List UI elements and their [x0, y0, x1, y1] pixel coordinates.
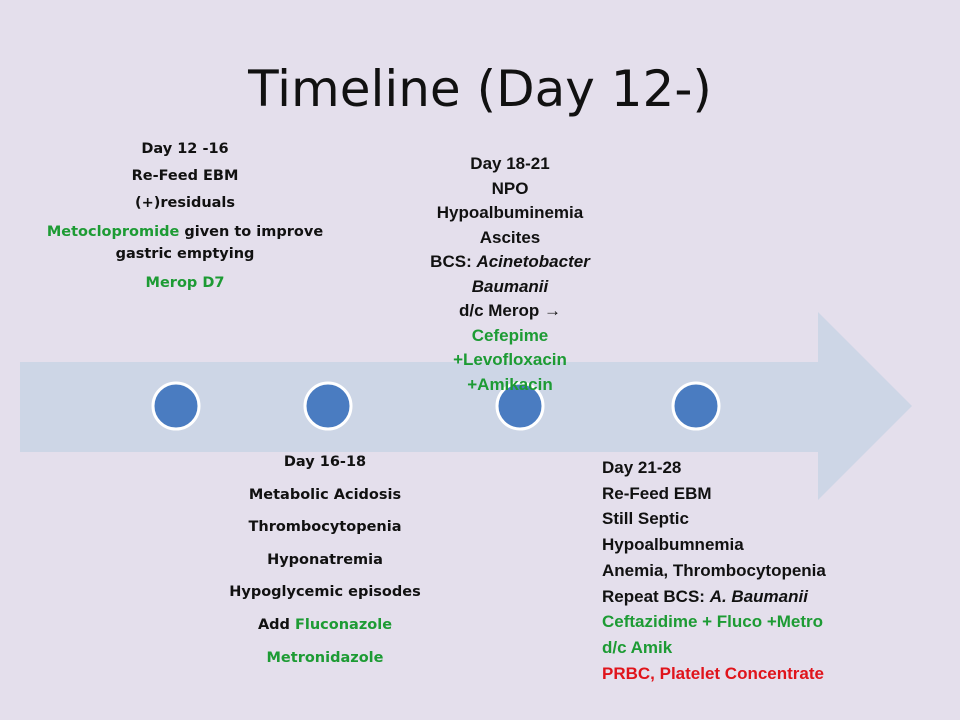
- block-line: Anemia, Thrombocytopenia: [602, 560, 826, 580]
- block-line-text: Add: [257, 616, 295, 633]
- block-line: Merop D7: [145, 275, 225, 291]
- block-line: BCS: Acinetobacter Baumanii: [405, 250, 615, 299]
- block-line: d/c Merop →: [458, 301, 561, 320]
- block-line: +Amikacin: [467, 374, 553, 394]
- block-line: Ceftazidime + Fluco +Metro: [602, 612, 824, 632]
- block-heading: Day 18-21: [470, 154, 550, 173]
- organism-name: Acinetobacter Baumanii: [471, 252, 590, 296]
- day-16-18-block: Day 16-18 Metabolic Acidosis Thrombocyto…: [205, 453, 445, 681]
- block-line: Ascites: [479, 227, 541, 247]
- block-line: Add Fluconazole: [205, 616, 445, 634]
- block-line-text: BCS:: [430, 252, 477, 271]
- node-3: [495, 381, 545, 431]
- block-heading: Day 21-28: [602, 458, 682, 477]
- block-line: Metronidazole: [266, 649, 384, 666]
- block-line: Re-Feed EBM: [131, 168, 239, 184]
- block-line: PRBC, Platelet Concentrate: [602, 663, 824, 683]
- block-line: Re-Feed EBM: [602, 483, 712, 503]
- block-line: (+)residuals: [134, 195, 236, 211]
- slide-title: Timeline (Day 12-): [248, 60, 712, 118]
- block-heading: Day 16-18: [283, 454, 367, 470]
- block-line: Cefepime: [471, 325, 549, 345]
- block-line: Repeat BCS: A. Baumanii: [602, 584, 952, 610]
- block-line: Hypoalbumnemia: [602, 535, 744, 555]
- block-line: Thrombocytopenia: [248, 519, 402, 536]
- block-line-text: given to improve gastric emptying: [115, 224, 324, 262]
- block-line: NPO: [491, 178, 529, 198]
- node-2: [303, 381, 353, 431]
- block-line: Still Septic: [602, 509, 689, 529]
- day-12-16-block: Day 12 -16 Re-Feed EBM (+)residuals Meto…: [40, 140, 330, 301]
- drug-name: Fluconazole: [294, 616, 393, 633]
- node-1: [151, 381, 201, 431]
- block-line: Metabolic Acidosis: [248, 486, 402, 503]
- block-line: +Levofloxacin: [453, 350, 567, 369]
- block-line: Hypoalbuminemia: [436, 203, 584, 222]
- drug-name: Metoclopromide: [46, 224, 180, 240]
- block-heading: Day 12 -16: [141, 141, 229, 157]
- block-line-text: Repeat BCS:: [602, 586, 710, 606]
- block-line: Metoclopromide given to improve gastric …: [40, 221, 330, 265]
- day-21-28-block: Day 21-28 Re-Feed EBM Still Septic Hypoa…: [602, 455, 952, 686]
- day-18-21-block: Day 18-21 NPO Hypoalbuminemia Ascites BC…: [405, 152, 615, 397]
- node-4: [671, 381, 721, 431]
- organism-name: A. Baumanii: [709, 586, 808, 606]
- block-line: Hyponatremia: [267, 551, 383, 568]
- arrow-shape: [20, 312, 912, 500]
- block-line: Hypoglycemic episodes: [229, 584, 421, 601]
- block-line: d/c Amik: [602, 637, 673, 657]
